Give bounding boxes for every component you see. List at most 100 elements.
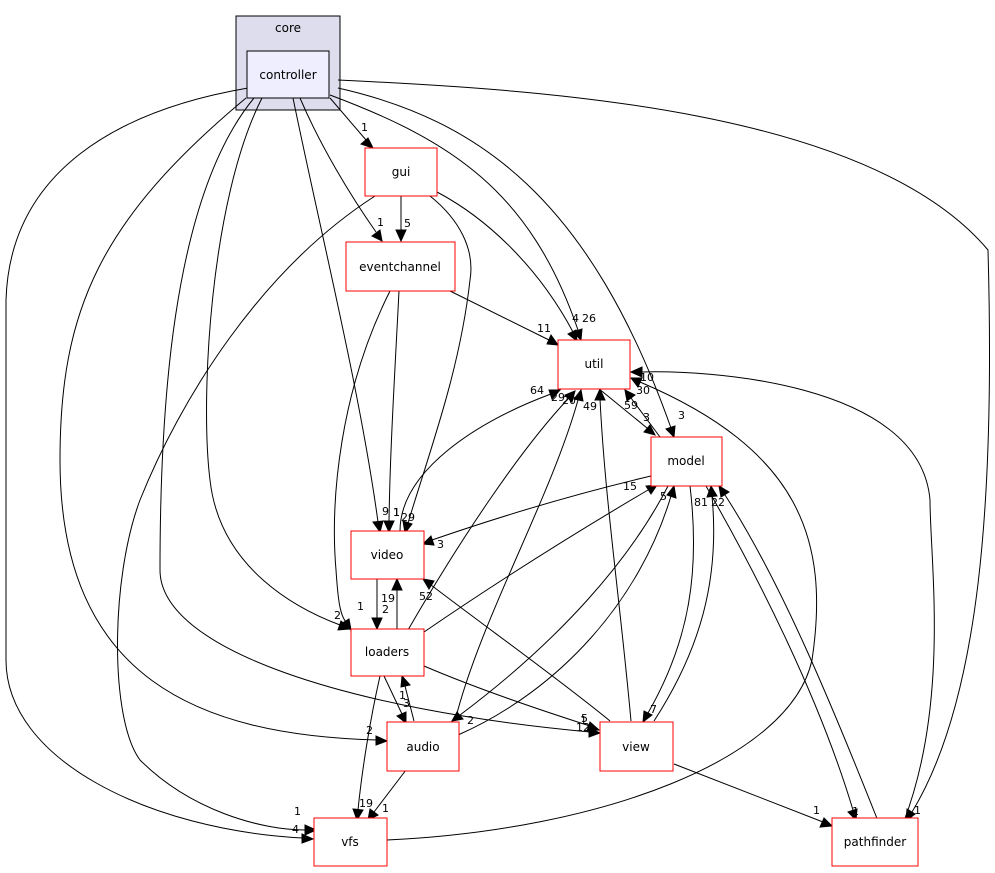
edge-label: 5 (404, 217, 411, 230)
arrow-head (847, 808, 858, 822)
edge-label: 19 (359, 797, 373, 810)
node-pathfinder[interactable]: pathfinder (831, 817, 919, 867)
edge-label: 1 (393, 506, 400, 519)
edge-audio-vfs (373, 769, 407, 813)
edge-label: 1 (852, 805, 859, 818)
arrow-head (360, 137, 374, 149)
edge-label: 1 (294, 805, 301, 818)
edge-label: 4 (572, 312, 579, 325)
arrow-head (629, 377, 643, 388)
edge-label: 10 (640, 371, 654, 384)
edge-gui-util (436, 191, 574, 333)
node-loaders-label: loaders (365, 645, 409, 659)
arrow-head (371, 229, 383, 242)
edge-label: 49 (583, 400, 597, 413)
node-video[interactable]: video (350, 530, 425, 580)
edge-controller-pathfinder (337, 79, 991, 813)
edge-label: 29 (401, 511, 415, 524)
edge-label: 2 (334, 609, 341, 622)
edge-view-util (599, 398, 632, 722)
node-pathfinder-label: pathfinder (844, 835, 906, 849)
edge-label: 52 (419, 590, 433, 603)
edge-label: 26 (582, 312, 596, 325)
edge-label: 1 (382, 802, 389, 815)
edge-controller-video (292, 97, 379, 523)
arrow-head (340, 618, 352, 631)
node-video-label: video (371, 548, 404, 562)
edge-loaders-model (423, 489, 649, 633)
edge-label: 5 (581, 712, 588, 725)
arrow-head (718, 485, 730, 498)
edge-label: 4 (292, 823, 299, 836)
node-loaders[interactable]: loaders (350, 628, 425, 677)
node-audio[interactable]: audio (386, 721, 460, 772)
edge-eventchannel-util (447, 289, 550, 341)
edge-label: 2 (467, 714, 474, 727)
edge-label: 2 (366, 724, 373, 737)
arrow-head (573, 388, 584, 402)
edges (5, 79, 991, 844)
arrow-head (395, 229, 407, 243)
edge-controller-audio (59, 97, 378, 741)
node-util[interactable]: util (557, 339, 631, 390)
edge-label: 30 (636, 384, 650, 397)
arrow-head (301, 833, 315, 844)
edge-audio-util (454, 399, 579, 722)
node-vfs-label: vfs (341, 835, 359, 849)
nodes: controller gui eventchannel util model v… (246, 50, 919, 867)
node-controller[interactable]: controller (246, 50, 330, 99)
arrow-head (396, 711, 407, 725)
edge-pathfinder-util (640, 371, 935, 822)
edge-view-model (653, 495, 715, 722)
arrow-head (383, 520, 395, 534)
edge-label: 59 (624, 399, 638, 412)
edge-label: 1 (399, 689, 406, 702)
edge-view-video (430, 584, 611, 722)
edge-controller-gui (329, 97, 367, 141)
edge-label: 22 (711, 496, 725, 509)
edge-controller-view (159, 97, 591, 733)
node-model[interactable]: model (650, 436, 723, 487)
arrow-head (451, 711, 464, 722)
node-util-label: util (585, 357, 604, 371)
edge-gui-vfs (117, 195, 376, 831)
node-model-label: model (667, 454, 704, 468)
arrow-head (642, 710, 653, 724)
edge-label: 3 (678, 409, 685, 422)
edge-loaders-util (407, 398, 569, 631)
edge-label: 81 (694, 496, 708, 509)
cluster-core-label: core (275, 21, 301, 35)
arrow-head (665, 425, 676, 439)
edge-model-video (431, 475, 652, 541)
edge-label: 15 (623, 480, 637, 493)
arrow-head (567, 329, 578, 343)
node-eventchannel[interactable]: eventchannel (345, 241, 456, 292)
arrow-head (819, 817, 834, 828)
edge-label: 1 (377, 216, 384, 229)
edge-label: 1 (393, 506, 400, 519)
node-vfs[interactable]: vfs (313, 817, 388, 867)
arrow-head (586, 721, 601, 732)
arrow-head (391, 577, 403, 591)
edge-label: 3 (403, 697, 410, 710)
edge-label: 3 (643, 411, 650, 424)
arrow-head (375, 735, 389, 746)
arrow-head (422, 578, 435, 590)
edge-controller-model (337, 87, 672, 429)
edge-controller-loaders (206, 97, 341, 626)
edge-label: 1 (361, 121, 368, 134)
edge-label: 3 (437, 538, 444, 551)
node-gui[interactable]: gui (364, 147, 438, 197)
edge-label: 2 (382, 603, 389, 616)
edge-video-util (399, 393, 552, 532)
edge-loaders-view (423, 665, 591, 727)
arrow-head (546, 333, 560, 346)
node-gui-label: gui (392, 165, 411, 179)
edge-eventchannel-video (388, 290, 400, 523)
edge-view-pathfinder (673, 763, 824, 823)
edge-label: 1 (914, 804, 921, 817)
arrow-head (548, 389, 562, 400)
arrow-head (400, 674, 411, 688)
edge-loaders-audio (383, 675, 403, 715)
node-view[interactable]: view (599, 721, 674, 772)
